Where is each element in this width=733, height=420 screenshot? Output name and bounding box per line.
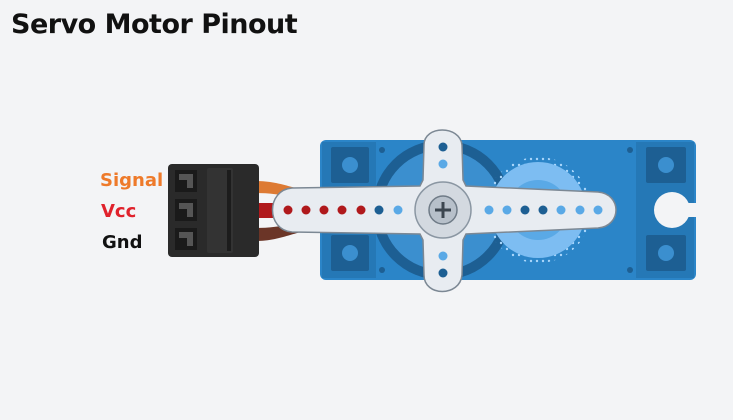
horn-holes-left	[283, 205, 403, 215]
page-title: Servo Motor Pinout	[11, 9, 298, 40]
connector-pin-gnd	[175, 228, 197, 250]
plus-screw-icon	[428, 195, 458, 225]
connector	[168, 164, 259, 257]
horn-holes-right	[484, 205, 603, 215]
pin-label-gnd: Gnd	[102, 232, 143, 253]
pin-label-signal: Signal	[100, 170, 164, 191]
pin-label-vcc: Vcc	[101, 201, 137, 222]
connector-pin-vcc	[175, 199, 197, 221]
servo-horn	[271, 129, 617, 293]
connector-pin-signal	[175, 170, 197, 192]
